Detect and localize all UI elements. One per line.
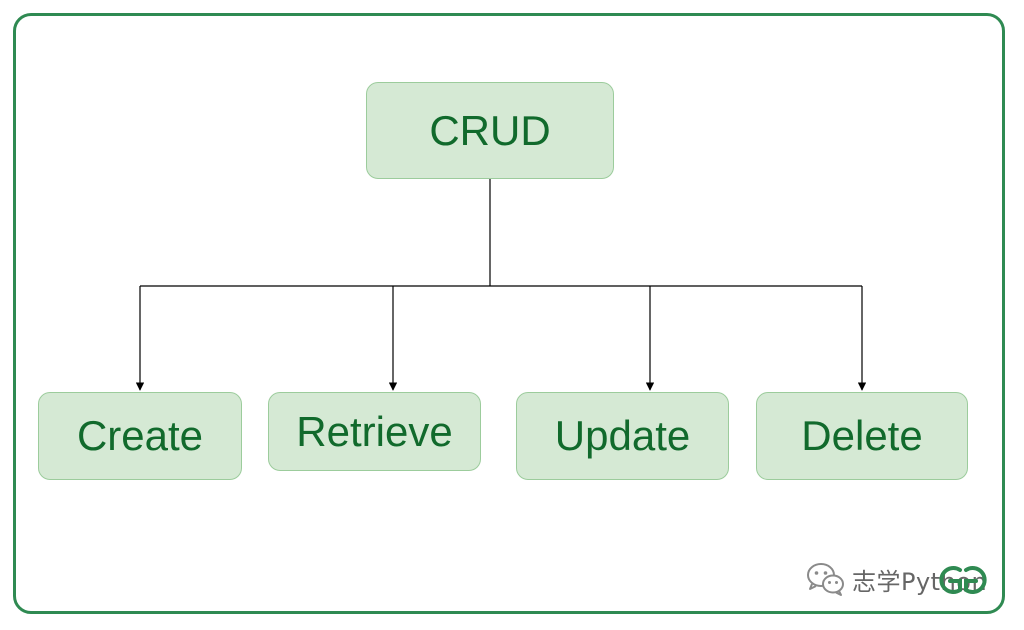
gfg-logo-icon bbox=[939, 566, 987, 594]
node-delete: Delete bbox=[756, 392, 968, 480]
wechat-icon bbox=[807, 563, 844, 596]
node-retrieve-label: Retrieve bbox=[296, 407, 453, 455]
node-create-label: Create bbox=[76, 412, 204, 459]
node-create: Create bbox=[38, 392, 242, 480]
node-delete-label: Delete bbox=[801, 412, 923, 459]
node-update-label: Update bbox=[554, 412, 691, 459]
node-crud: CRUD bbox=[366, 82, 614, 179]
node-update: Update bbox=[516, 392, 729, 480]
node-crud-label: CRUD bbox=[429, 106, 551, 154]
node-retrieve: Retrieve bbox=[268, 392, 481, 471]
